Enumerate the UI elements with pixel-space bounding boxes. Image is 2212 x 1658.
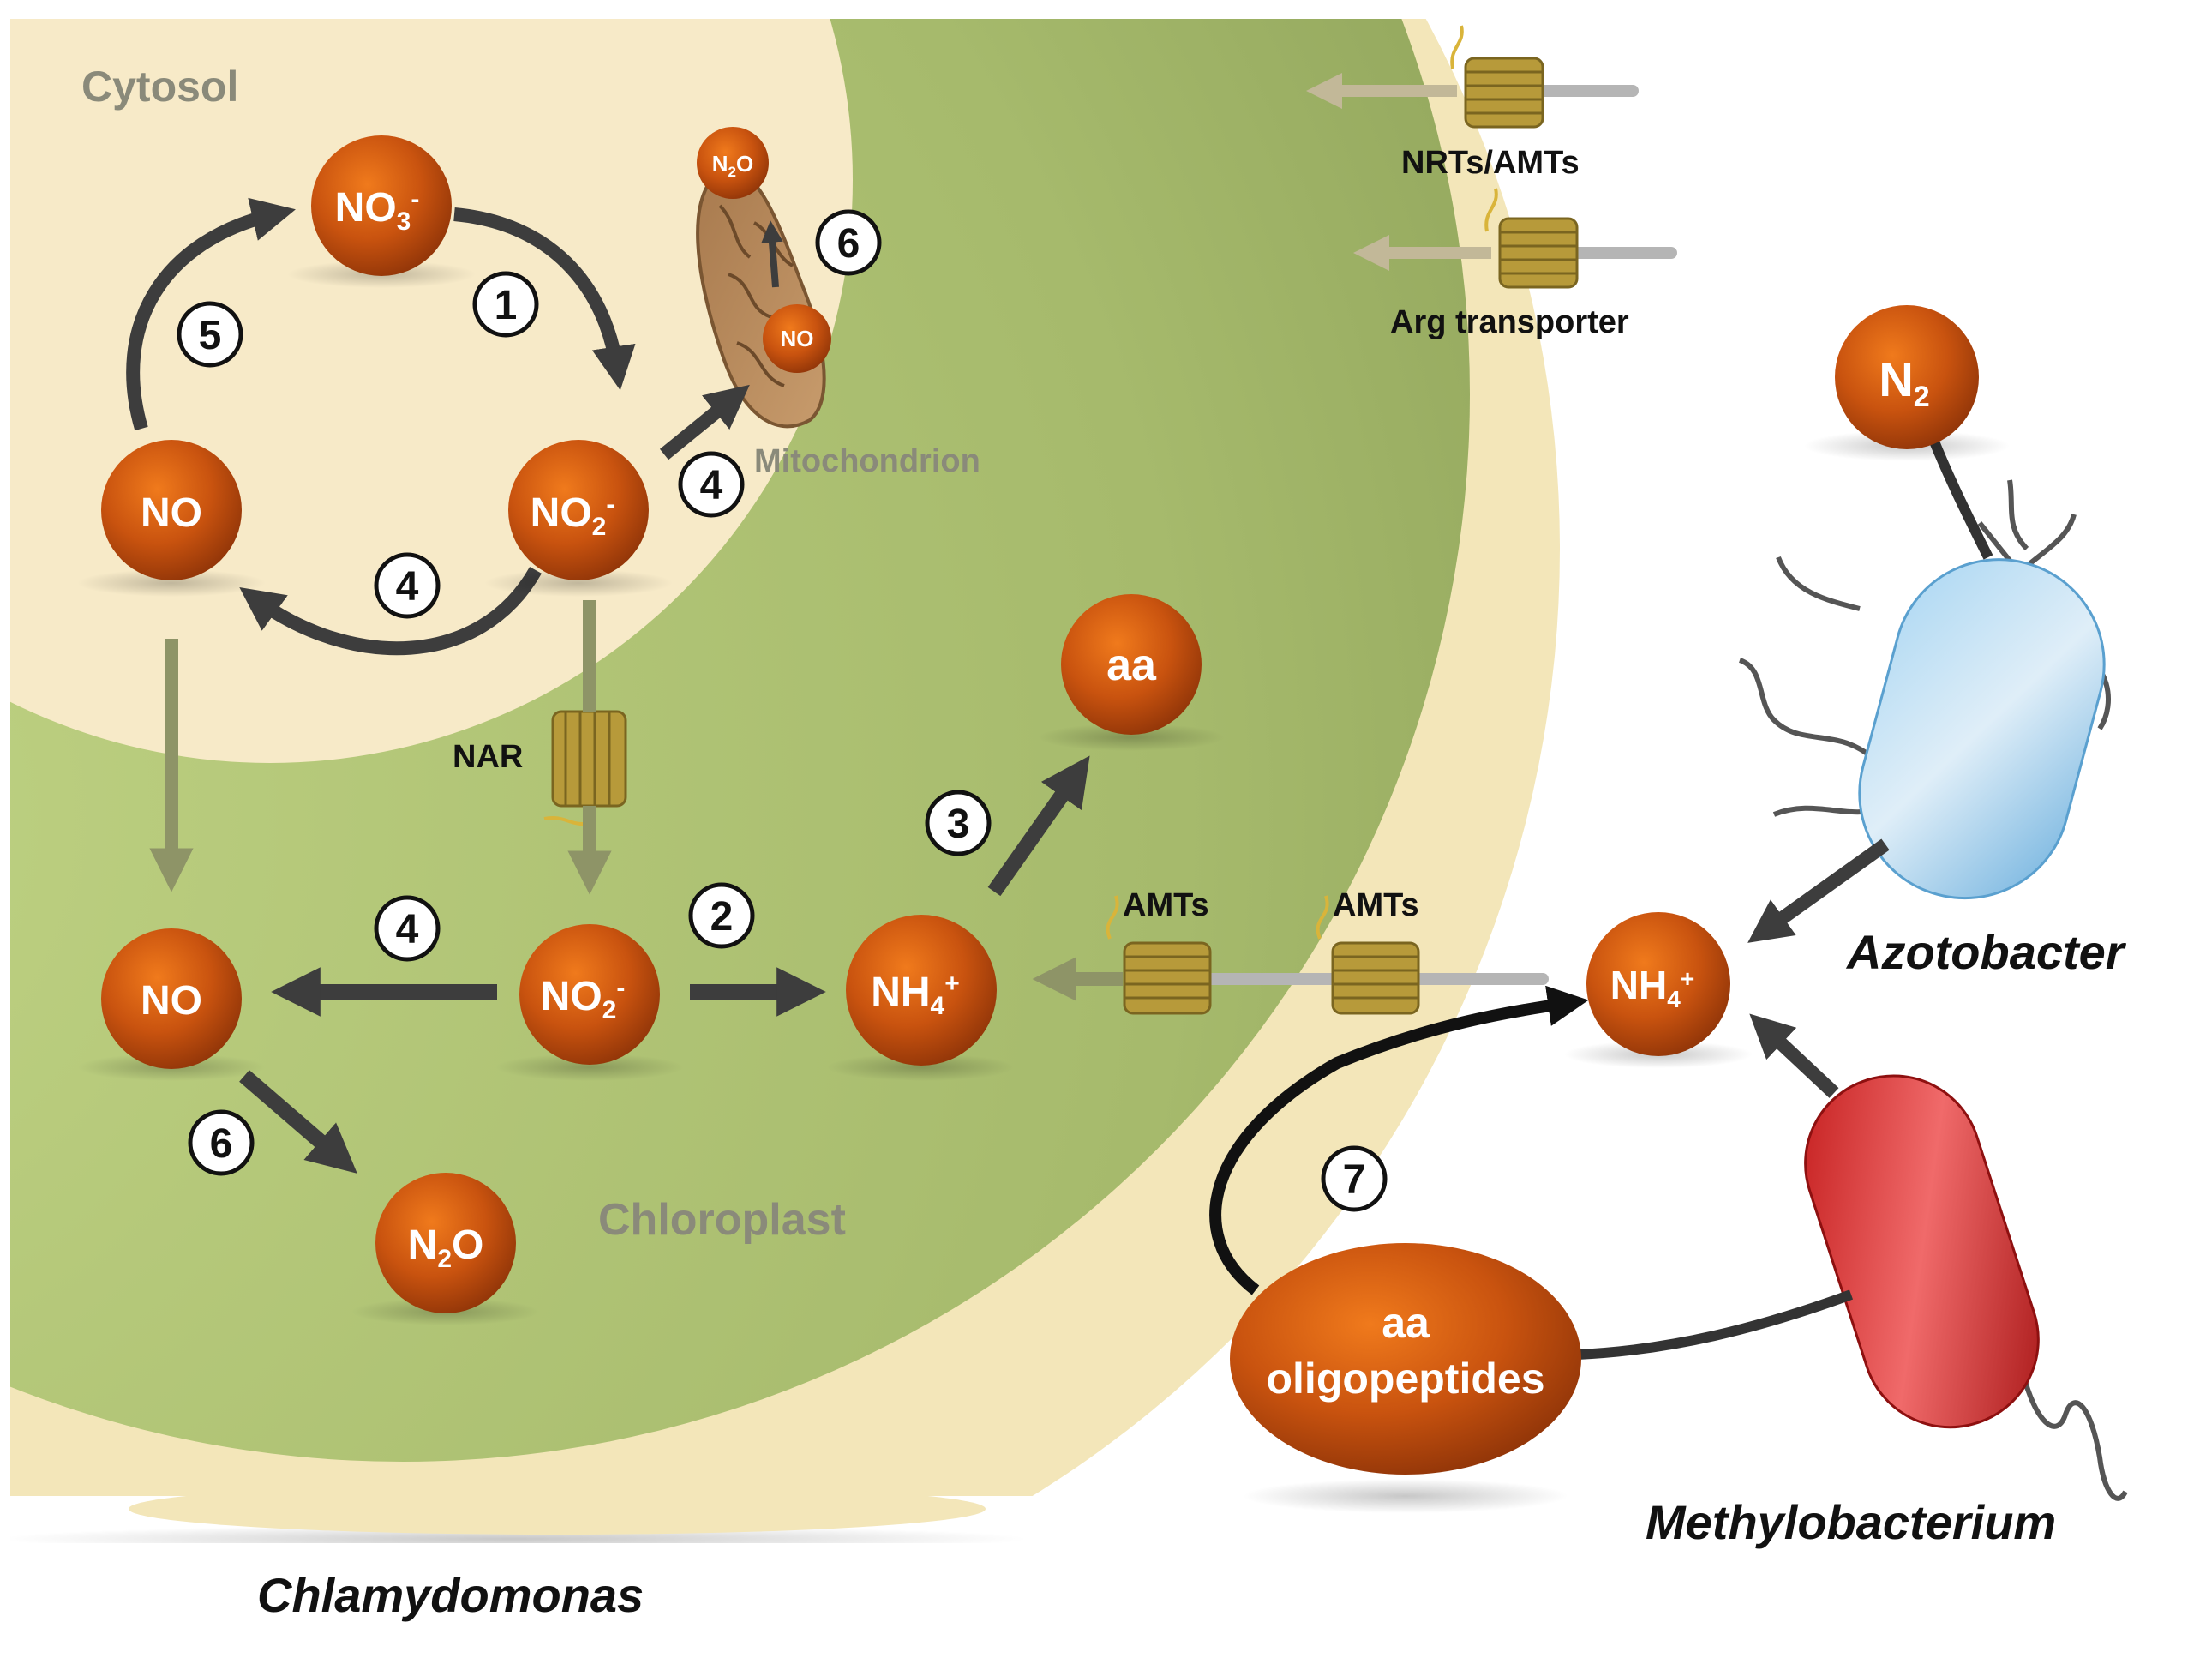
svg-text:N2O: N2O [712, 151, 753, 180]
svg-text:3: 3 [947, 802, 970, 847]
molecule-nh4-external: NH4+ [1564, 912, 1753, 1068]
chlamydomonas-label: Chlamydomonas [257, 1568, 644, 1622]
svg-text:NO2-: NO2- [531, 490, 615, 541]
svg-text:4: 4 [700, 463, 723, 508]
left-margin-2 [0, 0, 10, 1654]
svg-text:4: 4 [396, 907, 419, 952]
svg-text:2: 2 [710, 894, 734, 940]
amts-label-1: AMTs [1123, 887, 1209, 923]
molecule-n2-external: N2 [1804, 305, 2010, 461]
svg-text:NO: NO [141, 978, 202, 1024]
azotobacter-to-nh4-arrow [1747, 838, 1890, 943]
methylobacterium-cell [1804, 1074, 2128, 1501]
azotobacter-label: Azotobacter [1845, 925, 2127, 979]
svg-text:NH4+: NH4+ [871, 970, 960, 1020]
arg-transporter-label: Arg transporter [1390, 304, 1629, 340]
step-4-cytosol-marker: 4 [374, 552, 441, 619]
step-5-marker: 5 [177, 301, 243, 368]
nar-label: NAR [453, 739, 523, 775]
svg-text:6: 6 [210, 1121, 233, 1167]
arrow-step1 [453, 207, 636, 391]
molecule-no2-cytosol: NO2- [484, 440, 673, 597]
step-6-mito-marker: 6 [815, 209, 882, 276]
svg-text:N2O: N2O [408, 1222, 484, 1273]
amts-label-2: AMTs [1333, 887, 1419, 923]
molecule-oligopeptides: aa oligopeptides [1230, 1243, 1581, 1513]
svg-text:7: 7 [1343, 1157, 1366, 1203]
step-6-chloro-marker: 6 [188, 1109, 255, 1176]
svg-text:NO: NO [141, 490, 202, 536]
chloroplast-label: Chloroplast [598, 1195, 846, 1245]
methylobacterium-to-nh4-arrow [1749, 1013, 1839, 1098]
svg-text:NO2-: NO2- [541, 974, 626, 1024]
arrow-step6-mito [761, 220, 783, 288]
svg-text:NH4+: NH4+ [1610, 963, 1694, 1012]
azotobacter-cell [1738, 479, 2111, 900]
step-4-mito-marker: 4 [678, 451, 745, 518]
molecule-no-cytosol: NO [77, 440, 266, 597]
amts-transporters [1106, 895, 1549, 1015]
svg-text:oligopeptides: oligopeptides [1267, 1355, 1545, 1403]
svg-text:aa: aa [1382, 1299, 1430, 1347]
step-4-chloro-marker: 4 [374, 895, 441, 962]
step-7-marker: 7 [1321, 1145, 1388, 1212]
molecule-no2-chloro: NO2- [495, 924, 684, 1081]
molecule-no3-cytosol: NO3- [287, 135, 476, 288]
svg-text:6: 6 [837, 221, 860, 267]
chloroplast-shadow [129, 1483, 986, 1535]
bottom-margin [0, 1543, 2212, 1654]
svg-text:5: 5 [199, 313, 222, 358]
mitochondrion-label: Mitochondrion [754, 443, 980, 479]
molecule-no-mito: NO [763, 304, 831, 373]
step-1-marker: 1 [472, 271, 539, 338]
svg-text:1: 1 [495, 283, 518, 328]
arrow-step5 [126, 197, 296, 431]
arrow-step3 [987, 755, 1090, 897]
arrow-step4-cytosol [239, 567, 542, 656]
arrow-step4-mito [659, 384, 750, 460]
nrts-amts-label: NRTs/AMTs [1401, 145, 1580, 181]
molecule-n2o-chloro: N2O [351, 1173, 540, 1325]
molecule-no-chloro: NO [77, 928, 266, 1081]
molecule-n2o-mito: N2O [697, 127, 769, 199]
step-3-marker: 3 [925, 790, 992, 856]
svg-text:aa: aa [1106, 640, 1157, 690]
arrow-step7 [1209, 985, 1589, 1295]
molecule-nh4-chloro: NH4+ [827, 915, 1016, 1081]
svg-text:NO3-: NO3- [335, 185, 420, 236]
top-margin-2 [0, 0, 943, 19]
nrts-amts-transporter [1306, 25, 1639, 129]
svg-text:NO: NO [781, 326, 814, 351]
molecule-aa-chloro: aa [1037, 594, 1226, 751]
arrow-step6-chloro [239, 1070, 357, 1174]
svg-text:N2: N2 [1879, 352, 1929, 413]
arg-transporter [1353, 188, 1677, 289]
methylobacterium-to-oligo-line [1576, 1289, 1854, 1360]
cytosol-label: Cytosol [81, 63, 238, 111]
svg-text:4: 4 [396, 564, 419, 610]
step-2-marker: 2 [688, 882, 755, 949]
methylobacterium-label: Methylobacterium [1646, 1495, 2056, 1549]
